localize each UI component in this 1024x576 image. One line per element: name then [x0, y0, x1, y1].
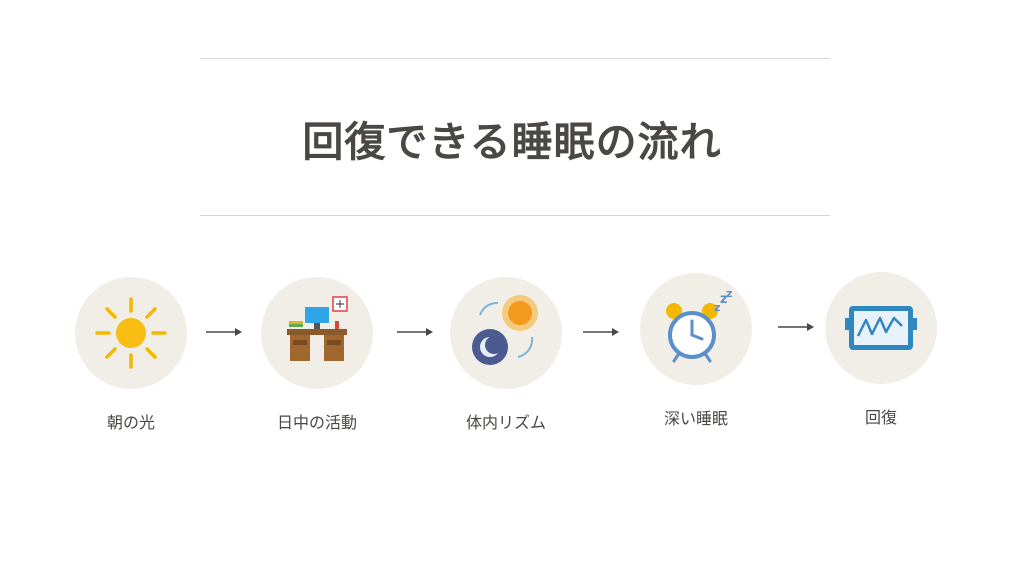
svg-text:z: z — [714, 301, 720, 314]
step-daytime-activity: 日中の活動 — [247, 277, 387, 433]
step-label: 回復 — [864, 408, 897, 427]
desk-icon — [287, 296, 348, 361]
sun-icon — [95, 297, 167, 369]
arrow-right-icon — [397, 328, 433, 336]
step-circle — [75, 277, 187, 389]
top-divider — [200, 58, 830, 59]
step-recovery: 回復 — [811, 272, 951, 428]
bottom-divider — [200, 215, 830, 216]
step-label: 深い睡眠 — [663, 409, 728, 428]
svg-text:z: z — [726, 289, 732, 300]
step-circle — [261, 277, 373, 389]
step-circle — [825, 272, 937, 384]
svg-text:z: z — [720, 292, 728, 307]
arrow-right-icon — [778, 323, 814, 331]
step-label: 体内リズム — [465, 413, 546, 432]
step-label: 日中の活動 — [276, 413, 357, 432]
page-title: 回復できる睡眠の流れ — [302, 118, 722, 166]
step-label: 朝の光 — [106, 413, 155, 432]
step-body-rhythm: 体内リズム — [436, 277, 576, 433]
step-circle — [450, 277, 562, 389]
rhythm-icon — [472, 295, 538, 365]
step-circle: z z z — [640, 273, 752, 385]
arrow-right-icon — [583, 328, 619, 336]
step-deep-sleep: z z z 深い睡眠 — [626, 273, 766, 429]
monitor-chart-icon — [845, 306, 917, 350]
arrow-right-icon — [206, 328, 242, 336]
alarm-clock-icon: z z z — [666, 289, 732, 363]
step-morning-light: 朝の光 — [61, 277, 201, 433]
